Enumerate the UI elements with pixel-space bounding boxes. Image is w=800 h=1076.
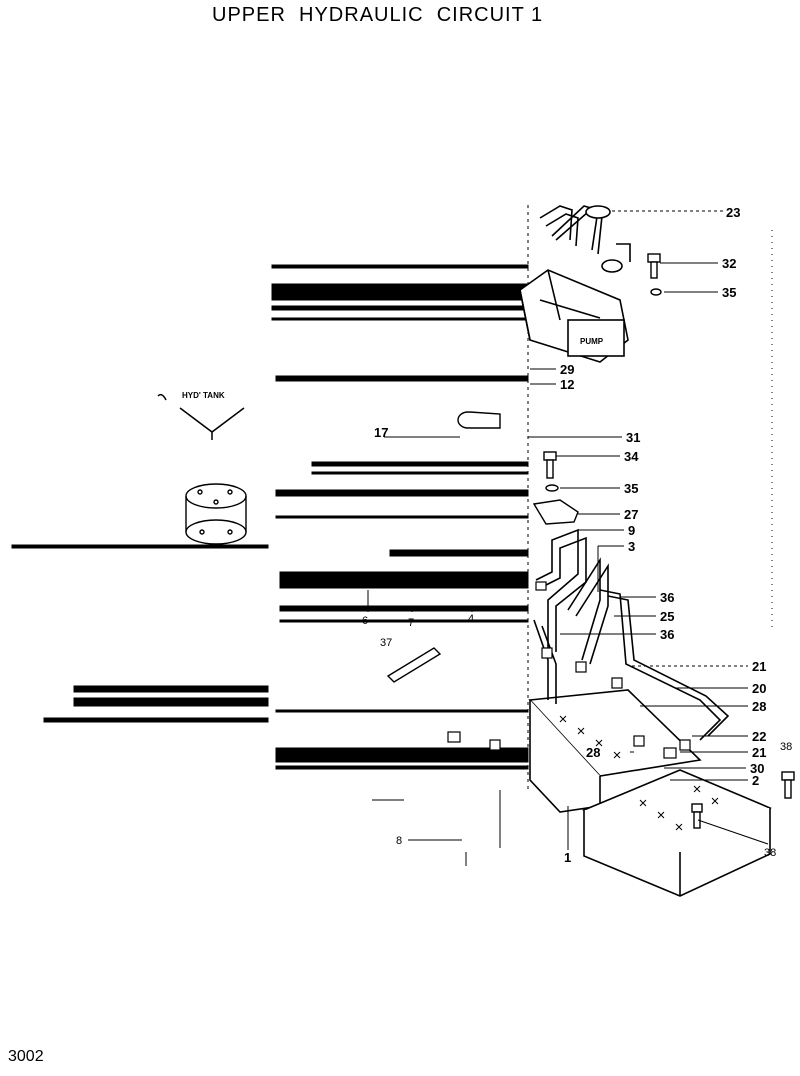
- flange-plate: [185, 483, 247, 545]
- frame-rails: [11, 264, 529, 770]
- bolt-38: [691, 771, 795, 829]
- washer-35a: [650, 288, 662, 296]
- callout-37: 37: [380, 637, 392, 649]
- fittings: [535, 581, 691, 759]
- bolt-34: [543, 451, 557, 479]
- callout-8: 8: [396, 835, 402, 847]
- tank-label: HYD' TANK: [182, 391, 225, 400]
- pump-label: PUMP: [580, 337, 604, 346]
- pump-pipes: [539, 205, 631, 273]
- callout-4: 4: [468, 613, 474, 625]
- pump-body: [519, 269, 629, 363]
- callout-31: 31: [626, 430, 640, 445]
- callout-25: 25: [660, 609, 674, 624]
- callout-23: 23: [726, 205, 740, 220]
- valve-block-2: [581, 769, 772, 897]
- callout-28a: 28: [752, 699, 766, 714]
- callout-32: 32: [722, 256, 736, 271]
- callout-27: 27: [624, 507, 638, 522]
- hydraulic-tank-symbol: [157, 393, 245, 440]
- hydraulic-pipes: [533, 528, 730, 741]
- callout-3: 3: [628, 539, 635, 554]
- rail-fittings: [447, 731, 501, 751]
- callout-35a: 35: [722, 285, 736, 300]
- callout-21a: 21: [752, 659, 766, 674]
- valve-block-1: [528, 689, 702, 813]
- callout-36b: 36: [660, 627, 674, 642]
- callout-9: 9: [628, 523, 635, 538]
- callout-7: 7: [408, 617, 414, 629]
- callout-labels: 23 32 35 29 12 17 31 34 35 27 9 3 36 25 …: [362, 205, 792, 865]
- page-title: UPPER HYDRAULIC CIRCUIT 1: [212, 4, 544, 26]
- callout-36a: 36: [660, 590, 674, 605]
- callout-1: 1: [564, 850, 571, 865]
- pipe-37: [386, 647, 442, 683]
- callout-20: 20: [752, 681, 766, 696]
- callout-17: 17: [374, 425, 388, 440]
- callout-12: 12: [560, 377, 574, 392]
- callout-28b: 28: [586, 745, 600, 760]
- hose-17: [457, 411, 501, 429]
- callout-38b: 38: [764, 847, 776, 859]
- callout-29: 29: [560, 362, 574, 377]
- callout-30: 30: [750, 761, 764, 776]
- bolt-32: [647, 253, 661, 279]
- clamp-27: [532, 499, 579, 525]
- callout-38a: 38: [780, 741, 792, 753]
- leader-lines: [367, 210, 769, 866]
- valve-block-markers: [559, 715, 719, 831]
- callout-21b: 21: [752, 745, 766, 760]
- page-number: 3002: [8, 1048, 44, 1065]
- callout-6: 6: [362, 615, 368, 627]
- callout-22: 22: [752, 729, 766, 744]
- washer-35b: [545, 484, 559, 492]
- callout-34: 34: [624, 449, 639, 464]
- callout-35b: 35: [624, 481, 638, 496]
- callout-2: 2: [752, 773, 759, 788]
